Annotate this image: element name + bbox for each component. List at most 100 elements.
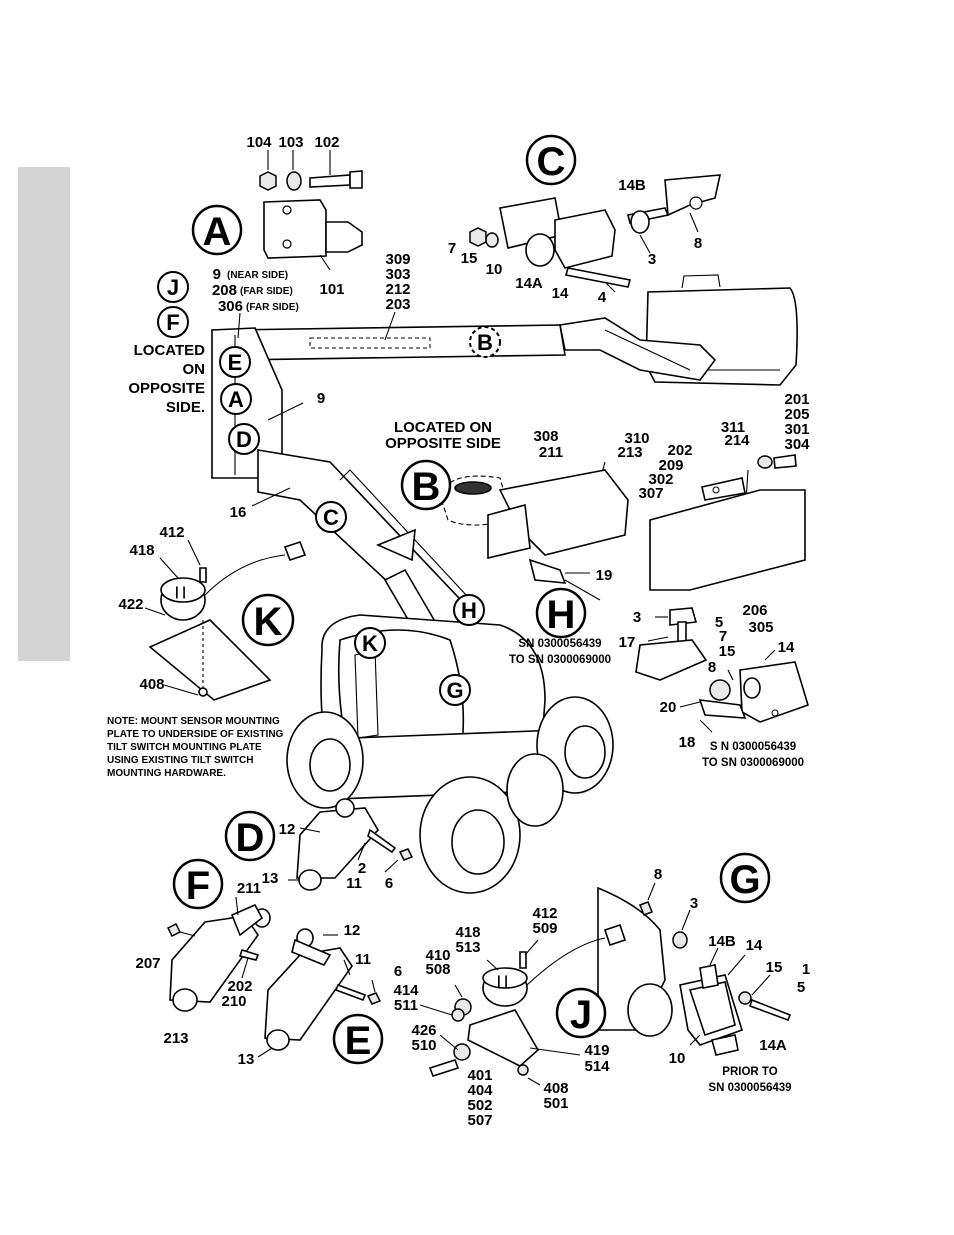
svg-text:20: 20 (660, 699, 677, 716)
svg-text:426: 426 (411, 1022, 436, 1039)
callout-k-small: K (354, 627, 386, 659)
svg-text:513: 513 (455, 939, 480, 956)
svg-text:10: 10 (486, 261, 503, 278)
svg-text:11: 11 (346, 875, 362, 892)
svg-text:307: 307 (638, 485, 663, 502)
note-sn-b-2: TO SN 0300069000 (702, 757, 804, 769)
assembly-j: | | (419, 886, 673, 1086)
svg-text:J: J (570, 993, 592, 1037)
callout-d-large: D (224, 810, 276, 862)
note-far-side-1: (FAR SIDE) (240, 286, 293, 297)
sidebar-tab (18, 167, 70, 661)
svg-text:2: 2 (358, 860, 366, 877)
svg-text:103: 103 (278, 134, 303, 151)
assembly-k: | | (144, 539, 307, 701)
svg-text:7: 7 (719, 628, 727, 645)
svg-text:11: 11 (355, 951, 371, 968)
assembly-f (166, 896, 271, 1012)
assembly-h (635, 607, 809, 733)
assembly-b (439, 454, 806, 601)
svg-text:501: 501 (543, 1095, 568, 1112)
svg-text:E: E (345, 1019, 372, 1063)
svg-text:511: 511 (394, 997, 418, 1014)
svg-text:NOTE: MOUNT SENSOR MOUNTING: NOTE: MOUNT SENSOR MOUNTING (107, 716, 280, 727)
assembly-d (288, 798, 414, 891)
svg-text:B: B (477, 330, 493, 355)
svg-text:301: 301 (784, 421, 809, 438)
svg-text:509: 509 (532, 920, 557, 937)
svg-text:15: 15 (719, 643, 736, 660)
svg-text:14: 14 (778, 639, 795, 656)
assembly-a (259, 150, 363, 271)
svg-text:17: 17 (619, 634, 636, 651)
callout-a-small: A (220, 383, 252, 415)
svg-text:311: 311 (721, 419, 745, 436)
svg-text:6: 6 (385, 875, 393, 892)
assembly-g (639, 882, 792, 1056)
svg-text:212: 212 (385, 281, 410, 298)
callout-g-small: G (439, 674, 471, 706)
svg-text:401: 401 (467, 1067, 492, 1084)
svg-text:418: 418 (455, 924, 480, 941)
svg-text:305: 305 (748, 619, 773, 636)
svg-text:K: K (254, 600, 283, 644)
svg-text:101: 101 (319, 281, 344, 298)
svg-text:9: 9 (213, 266, 221, 283)
svg-text:201: 201 (784, 391, 809, 408)
svg-text:J: J (167, 275, 179, 300)
svg-text:6: 6 (394, 963, 402, 980)
svg-text:3: 3 (690, 895, 698, 912)
svg-text:414: 414 (393, 982, 419, 999)
note-located-on: LOCATED ON (394, 419, 492, 436)
svg-text:211: 211 (237, 880, 261, 897)
callout-k-large: K (241, 593, 295, 647)
svg-text:102: 102 (314, 134, 339, 151)
svg-text:207: 207 (135, 955, 160, 972)
svg-text:| |: | | (175, 584, 186, 599)
svg-text:1: 1 (802, 961, 810, 978)
svg-text:15: 15 (461, 250, 478, 267)
svg-text:F: F (166, 310, 179, 335)
note-sn-h-2: TO SN 0300069000 (509, 654, 611, 666)
svg-text:502: 502 (467, 1097, 492, 1114)
svg-text:F: F (186, 864, 210, 908)
note-side: SIDE. (166, 399, 205, 416)
svg-text:209: 209 (658, 457, 683, 474)
svg-text:8: 8 (708, 659, 716, 676)
machine-illustration (211, 274, 798, 894)
svg-text:208: 208 (212, 282, 237, 299)
svg-text:213: 213 (163, 1030, 188, 1047)
callout-f-small: F (157, 306, 189, 338)
assembly-c (469, 174, 722, 293)
note-sn-b-1: S N 0300056439 (710, 741, 796, 753)
callout-h-large: H (535, 587, 587, 639)
svg-text:104: 104 (246, 134, 272, 151)
svg-text:16: 16 (230, 504, 247, 521)
svg-text:202: 202 (667, 442, 692, 459)
note-opposite: OPPOSITE (128, 380, 205, 397)
svg-text:15: 15 (766, 959, 783, 976)
svg-text:412: 412 (532, 905, 557, 922)
svg-text:B: B (412, 465, 441, 509)
svg-text:C: C (323, 505, 339, 530)
callout-a-large: A (191, 204, 243, 256)
note-far-side-2: (FAR SIDE) (246, 302, 299, 313)
svg-text:303: 303 (385, 266, 410, 283)
callout-b-large: B (400, 459, 452, 511)
svg-text:210: 210 (221, 993, 246, 1010)
note-on: ON (183, 361, 206, 378)
svg-text:8: 8 (654, 866, 662, 883)
svg-text:5: 5 (715, 614, 723, 631)
svg-text:214: 214 (724, 432, 750, 449)
svg-text:14: 14 (552, 285, 569, 302)
svg-text:13: 13 (238, 1051, 255, 1068)
callout-j-large: J (555, 987, 607, 1039)
svg-text:D: D (236, 427, 252, 452)
callout-e-small: E (219, 346, 251, 378)
svg-text:508: 508 (425, 961, 450, 978)
svg-text:206: 206 (742, 602, 767, 619)
callout-c-large: C (525, 134, 577, 186)
svg-text:3: 3 (648, 251, 656, 268)
part-number-labels: 104 103 102 101 9 208 306 309 303 212 20… (118, 134, 810, 1129)
